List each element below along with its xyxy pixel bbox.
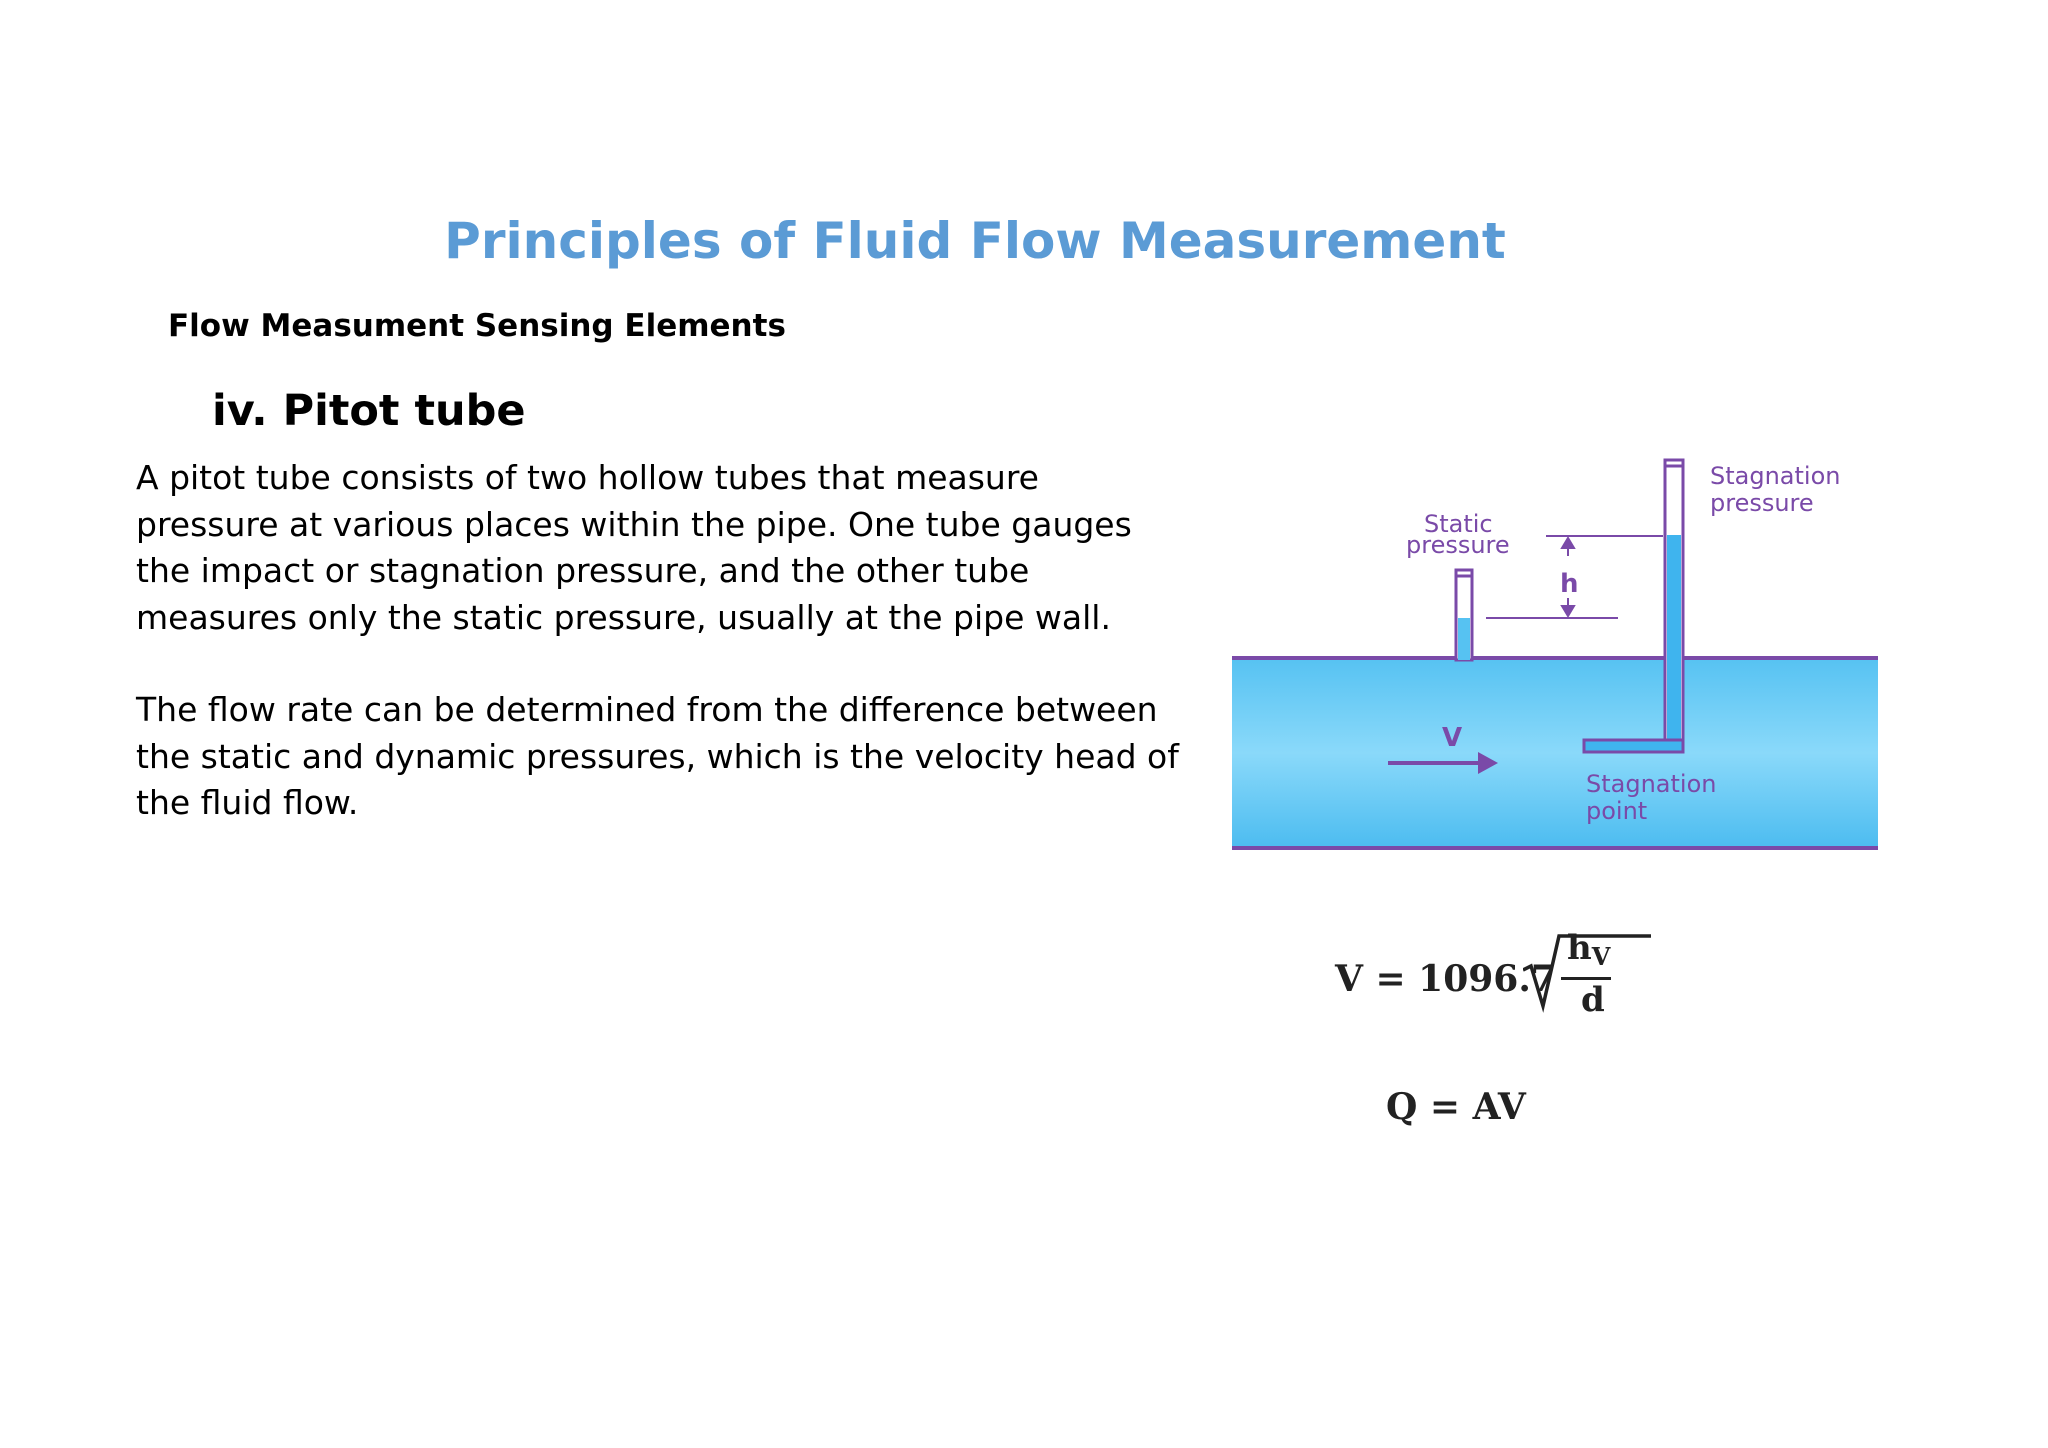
stagnation-point-label-line1: Stagnation <box>1586 770 1716 798</box>
flow-formula: Q = AV <box>1386 1086 1526 1128</box>
velocity-formula-denominator: d <box>1581 980 1605 1020</box>
velocity-formula-numerator: hV <box>1567 928 1611 971</box>
page-title: Principles of Fluid Flow Measurement <box>444 212 1506 270</box>
section-subtitle: Flow Measument Sensing Elements <box>168 308 786 344</box>
stagnation-pressure-label-line2: pressure <box>1710 489 1814 517</box>
h-dimension-arrows <box>1560 536 1576 618</box>
static-pressure-label-line2: pressure <box>1406 531 1510 559</box>
flow-arrow-icon <box>1388 752 1498 774</box>
stagnation-point-label-line2: point <box>1586 797 1647 825</box>
static-pressure-label-line1: Static <box>1424 510 1493 538</box>
velocity-formula-lhs: V = 1096.7 <box>1335 958 1556 1000</box>
fraction-bar <box>1561 977 1611 980</box>
velocity-label: V <box>1442 723 1462 753</box>
pitot-tube-diagram: h V Static pressure Stagnation pressure … <box>1232 458 1878 850</box>
paragraph-pitot-description: A pitot tube consists of two hollow tube… <box>136 458 1132 637</box>
topic-heading: iv. Pitot tube <box>212 386 526 436</box>
square-root-sign <box>1523 934 1651 1013</box>
static-tube <box>1454 568 1474 662</box>
stagnation-tube <box>1582 458 1685 754</box>
pipe-water <box>1232 658 1878 848</box>
paragraph-flow-rate: The flow rate can be determined from the… <box>136 690 1179 822</box>
velocity-formula: V = 1096.7 hV d <box>1335 928 1655 1020</box>
stagnation-pressure-label-line1: Stagnation <box>1710 462 1840 490</box>
h-label: h <box>1560 569 1579 599</box>
